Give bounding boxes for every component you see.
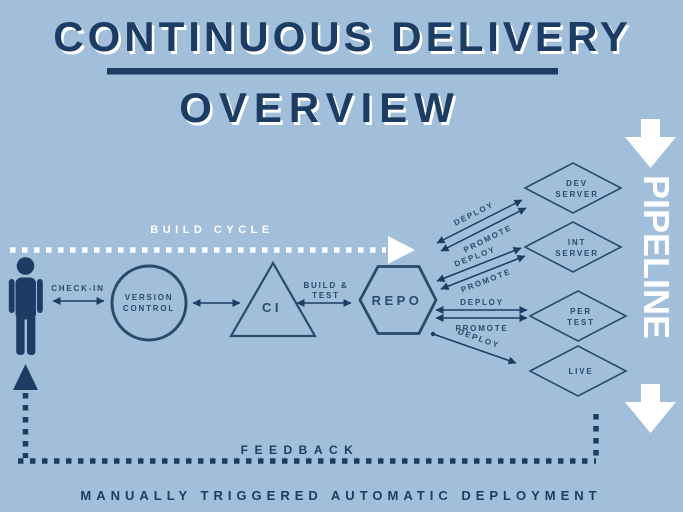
promote-label-per: PROMOTE <box>455 324 508 333</box>
down-arrow-icon <box>625 384 676 433</box>
right-arrow-icon <box>388 236 415 264</box>
build-cycle-arrow: BUILD CYCLE <box>10 224 415 264</box>
person-icon <box>8 257 43 355</box>
pipeline-label: PIPELINE <box>636 175 677 339</box>
page-title: CONTINUOUS DELIVERY <box>53 13 631 60</box>
check-in-label: CHECK-IN <box>51 284 105 293</box>
triangle-shape <box>229 260 317 338</box>
repo-label: REPO <box>372 293 423 308</box>
title-shadow: CONTINUOUS DELIVERY <box>56 16 634 63</box>
check-in-edge: CHECK-IN <box>51 284 105 305</box>
version-control-label-2: CONTROL <box>123 304 175 313</box>
live-label: LIVE <box>569 367 594 376</box>
build-test-label-2: TEST <box>312 291 340 300</box>
per-test-label-2: TEST <box>567 318 595 327</box>
circle-shape <box>110 264 188 342</box>
build-cycle-label: BUILD CYCLE <box>150 224 273 236</box>
subtitle-shadow: OVERVIEW <box>182 87 464 134</box>
dev-server-label-2: SERVER <box>555 190 599 199</box>
arrow-start-dot <box>430 331 436 337</box>
dev-server-label-1: DEV <box>566 179 588 188</box>
diamond-shape <box>528 290 628 342</box>
header: CONTINUOUS DELIVERY CONTINUOUS DELIVERY … <box>53 13 634 134</box>
live-node: LIVE <box>528 345 628 397</box>
footer-caption: MANUALLY TRIGGERED AUTOMATIC DEPLOYMENT <box>80 488 601 503</box>
int-server-node: INT SERVER <box>523 221 623 273</box>
int-server-label-1: INT <box>568 238 586 247</box>
repo-node: REPO <box>358 265 438 335</box>
dev-server-node: DEV SERVER <box>523 162 623 214</box>
version-control-node: VERSION CONTROL <box>110 264 188 342</box>
per-test-node: PER TEST <box>528 290 628 342</box>
page-subtitle: OVERVIEW <box>179 84 461 131</box>
per-test-label-1: PER <box>570 307 592 316</box>
diamond-shape <box>528 345 628 397</box>
ci-node: CI <box>229 260 317 338</box>
pipeline-column: PIPELINE <box>625 119 677 433</box>
feedback-label: FEEDBACK <box>241 443 360 457</box>
build-test-label-1: BUILD & <box>303 281 348 290</box>
down-arrow-icon <box>625 119 676 168</box>
feedback-loop: FEEDBACK <box>13 364 599 464</box>
up-arrow-icon <box>13 364 38 390</box>
build-test-edge: BUILD & TEST <box>296 281 352 307</box>
hexagon-shape <box>358 265 438 335</box>
promote-arrow-dev <box>440 207 527 252</box>
ci-label: CI <box>262 300 282 315</box>
diamond-shape <box>523 162 623 214</box>
diamond-shape <box>523 221 623 273</box>
deploy-label-per: DEPLOY <box>460 298 504 307</box>
per-test-edges: DEPLOY PROMOTE <box>435 298 528 333</box>
promote-arrow-int <box>440 255 526 290</box>
deploy-arrow-live <box>432 333 517 365</box>
title-divider <box>107 68 558 75</box>
int-server-label-2: SERVER <box>555 249 599 258</box>
version-control-label-1: VERSION <box>125 293 174 302</box>
